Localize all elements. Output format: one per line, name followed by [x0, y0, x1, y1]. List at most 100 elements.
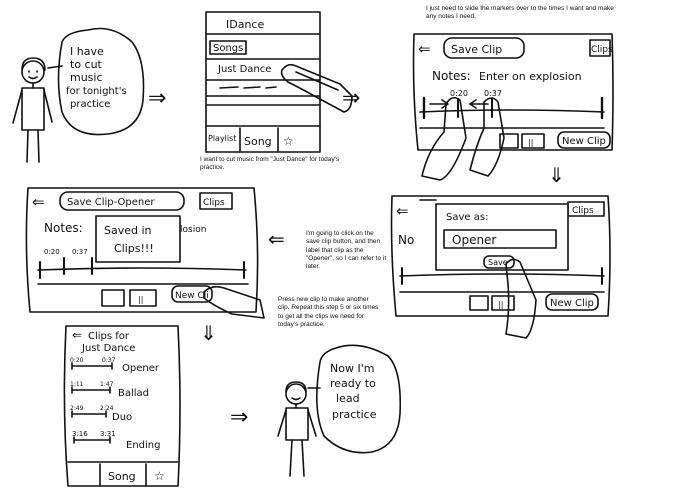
- arrow-down-2: ⇓: [200, 321, 217, 345]
- phone-frame-4: [392, 196, 611, 316]
- caption-cut-music: I want to cut music from "Just Dance" fo…: [200, 156, 340, 172]
- notes-label-5: Notes:: [44, 221, 83, 235]
- song-item-just-dance[interactable]: Just Dance: [217, 64, 271, 75]
- panel-clips-list: ⇐ Clips for Just Dance 0:20 0:37 Opener …: [64, 326, 180, 486]
- tab-playlist[interactable]: Playlist: [208, 134, 236, 143]
- slide-arrow-right: [430, 100, 448, 108]
- bottom-bar-separators: [240, 128, 278, 152]
- screen-title: IDance: [226, 18, 264, 31]
- panel-person-ready: Now I'm ready to lead practice: [278, 345, 400, 476]
- notes-label: Notes:: [432, 69, 471, 83]
- arrow-right-3: ⇒: [230, 405, 248, 430]
- clip-end-time: 1:47: [100, 381, 114, 388]
- speech-bubble-outline: [59, 29, 144, 135]
- new-clip-button-box[interactable]: [558, 132, 610, 148]
- stick-person-right: [278, 382, 316, 476]
- clip-start-time: 0:20: [70, 357, 84, 364]
- notes-value[interactable]: Enter on explosion: [479, 70, 582, 83]
- list-item[interactable]: 0:20 0:37 Opener: [70, 357, 160, 374]
- caption-new-clip: Press new clip to make another clip. Rep…: [278, 296, 379, 328]
- timeline-track-4: [400, 274, 604, 276]
- speech-bubble-text: I have to cut music for tonight's practi…: [66, 45, 130, 110]
- saved-toast-line-2: Clips!!!: [114, 242, 154, 255]
- pause-button-box[interactable]: [522, 134, 544, 148]
- saved-toast-line-1: Saved in: [104, 224, 152, 237]
- songs-tab-box[interactable]: [210, 41, 246, 54]
- save-button-label: Save: [488, 258, 508, 267]
- marker-end-time: 0:37: [484, 89, 502, 98]
- clip-start-time: 2:49: [70, 405, 84, 412]
- save-clip-opener-title: Save Clip-Opener: [67, 197, 155, 208]
- phone-frame-6: [64, 326, 180, 486]
- back-arrow-icon-5[interactable]: ⇐: [32, 193, 45, 211]
- tab-song[interactable]: Song: [244, 135, 272, 148]
- phone-frame-2: [206, 12, 320, 152]
- back-arrow-icon-4[interactable]: ⇐: [396, 202, 409, 220]
- stick-person-left: [13, 58, 52, 162]
- clips-button-box-5[interactable]: [200, 193, 232, 209]
- save-as-dialog: [436, 204, 568, 270]
- star-icon-6[interactable]: ☆: [154, 469, 165, 483]
- back-arrow-icon[interactable]: ⇐: [418, 40, 431, 58]
- back-arrow-icon-6[interactable]: ⇐: [72, 328, 82, 342]
- clip-range-bar: [72, 363, 112, 369]
- notes-label-partial: No: [398, 233, 414, 247]
- song-item-placeholder-1: [220, 87, 276, 88]
- clip-name: Duo: [112, 412, 132, 423]
- pointing-hand-icon-5: [204, 287, 264, 318]
- timeline-ends-4: [402, 268, 602, 284]
- list-item[interactable]: 1:11 1:47 Ballad: [70, 381, 149, 399]
- pointing-finger-icon-4: [506, 259, 536, 338]
- list-item[interactable]: 3:16 3:31 Ending: [72, 430, 160, 451]
- marker-end-time-5: 0:37: [72, 248, 88, 256]
- clips-button-label-4: Clips: [572, 206, 594, 216]
- clip-range-bar: [74, 437, 110, 443]
- clips-button-label-5: Clips: [203, 198, 225, 208]
- save-as-input-box[interactable]: [444, 230, 556, 248]
- clip-range-bar: [72, 411, 106, 417]
- arrow-down-1: ⇓: [548, 163, 565, 187]
- clip-name: Ending: [126, 440, 160, 451]
- speech-bubble-outline-right: [317, 345, 400, 452]
- pause-icon: ||: [528, 138, 533, 147]
- notes-value-partial: losion: [180, 225, 206, 235]
- star-icon[interactable]: ☆: [283, 134, 294, 148]
- speech-pointer: [48, 66, 62, 68]
- clip-start-time: 3:16: [72, 430, 88, 438]
- play-button-box[interactable]: [500, 134, 518, 148]
- list-item[interactable]: 2:49 2:24 Duo: [70, 405, 132, 423]
- clips-title-line-1: Clips for: [88, 331, 130, 342]
- play-button-box-5[interactable]: [102, 290, 124, 306]
- pause-button-box-5[interactable]: [130, 290, 156, 306]
- new-clip-button-label: New Clip: [562, 136, 606, 147]
- right-finger-icon: [470, 98, 504, 176]
- save-button-box[interactable]: [484, 256, 514, 268]
- clips-title-line-2: Just Dance: [81, 343, 135, 354]
- panel-saved-in-clips: ⇐ Save Clip-Opener Clips Notes: losion S…: [26, 188, 264, 318]
- save-clip-button-box[interactable]: [444, 38, 524, 58]
- arrow-left-1: ⇐: [268, 227, 285, 251]
- title-box-5[interactable]: [60, 192, 184, 210]
- clip-range-bar: [72, 387, 110, 393]
- arrow-right-1: ⇒: [148, 86, 166, 111]
- timeline-markers[interactable]: [458, 99, 492, 117]
- new-clip-button-label-5: New Cli: [175, 291, 209, 301]
- pause-button-box-4[interactable]: [492, 296, 514, 310]
- play-button-box-4[interactable]: [470, 296, 488, 310]
- save-as-label: Save as:: [446, 212, 488, 223]
- clip-name: Opener: [122, 363, 160, 374]
- bottom-bar-separators-6: [100, 464, 146, 486]
- pointing-hand-icon: [282, 65, 352, 112]
- clips-button-box[interactable]: [590, 40, 610, 56]
- speech-bubble-text-right: Now I'm ready to lead practice: [330, 362, 379, 421]
- pause-icon-4: ||: [498, 300, 503, 309]
- pause-icon-5: ||: [138, 295, 143, 304]
- timeline-markers-5[interactable]: [64, 258, 92, 274]
- new-clip-button-box-5[interactable]: [172, 286, 212, 302]
- panel-save-clip-markers: ⇐ Save Clip Clips Notes: Enter on explos…: [414, 34, 614, 180]
- clips-button-label: Clips: [591, 45, 613, 55]
- new-clip-button-box-4[interactable]: [546, 294, 598, 310]
- tab-song-6[interactable]: Song: [108, 470, 136, 483]
- clip-end-time: 2:24: [100, 405, 114, 412]
